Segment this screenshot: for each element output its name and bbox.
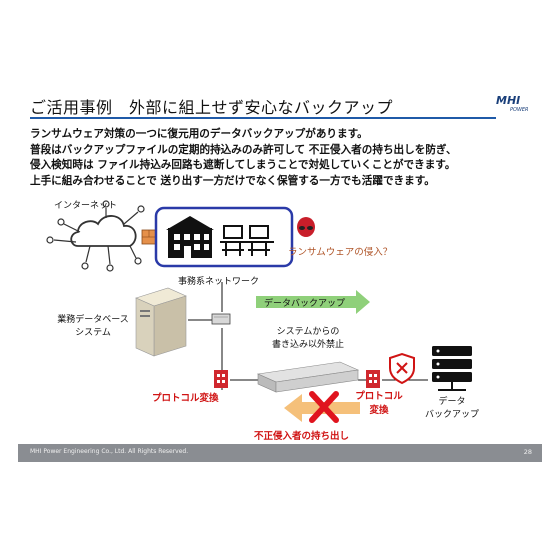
company-logo: MHI POWER	[496, 94, 538, 118]
description-line: 上手に組み合わせることで 送り出す一方だけでなく保管する一方でも活躍できます。	[30, 174, 435, 187]
description-text: ランサムウェア対策の一つに復元用のデータバックアップがあります。 普段はバックア…	[30, 127, 540, 189]
internet-label: インターネット	[54, 201, 118, 211]
backup-storage-label: データ バックアップ	[424, 397, 479, 420]
backup-server-icon	[432, 346, 472, 391]
office-building-icon	[166, 216, 214, 258]
office-network-label: 事務系ネットワーク	[178, 277, 260, 287]
description-line: 侵入検知時は ファイル持込み回路も遮断してしまうことで対処していくことができます…	[30, 159, 456, 171]
business-db-label: 業務データベース システム	[57, 315, 129, 338]
rack-appliance-icon	[256, 361, 360, 393]
title-underline	[30, 117, 496, 119]
slide: ご活用事例 外部に組上せず安心なバックアップ MHI POWER ランサムウェア…	[18, 84, 542, 466]
ransomware-label: ランサムウェアの侵入？	[288, 247, 393, 258]
network-diagram	[46, 200, 472, 423]
protocol-converter-right-icon	[366, 370, 380, 388]
network-hub-icon	[211, 313, 231, 325]
page-number: 28	[523, 448, 532, 456]
description-line: ランサムウェア対策の一つに復元用のデータバックアップがあります。	[30, 128, 368, 140]
logo-main-text: MHI	[496, 94, 521, 107]
desk-workers-icon	[220, 225, 274, 256]
data-backup-arrow	[256, 290, 370, 314]
firewall-icon	[141, 229, 157, 245]
alien-icon	[297, 217, 315, 237]
footer-bar: MHI Power Engineering Co., Ltd. All Righ…	[18, 444, 542, 462]
description-line: 普段はバックアップファイルの定期的持込みのみ許可して 不正侵入者の持ち出しを防ぎ…	[30, 143, 457, 156]
blocked-x-icon	[309, 391, 339, 423]
copyright-text: MHI Power Engineering Co., Ltd. All Righ…	[30, 448, 189, 455]
protocol-converter-right-label: プロトコル 変換	[355, 391, 403, 416]
protocol-converter-left-label: プロトコル変換	[152, 393, 219, 404]
internet-cloud-icon	[46, 200, 145, 272]
exfiltration-label: 不正侵入者の持ち出し	[254, 431, 350, 442]
logo-sub-text: POWER	[510, 107, 529, 113]
data-backup-arrow-label: データバックアップ	[264, 299, 346, 309]
server-tower-icon	[135, 287, 187, 357]
blocked-shield-icon	[389, 352, 415, 385]
write-forbidden-label: システムからの 書き込み以外禁止	[271, 327, 344, 350]
protocol-converter-left-icon	[214, 370, 228, 388]
page-title: ご活用事例 外部に組上せず安心なバックアップ	[30, 98, 394, 117]
